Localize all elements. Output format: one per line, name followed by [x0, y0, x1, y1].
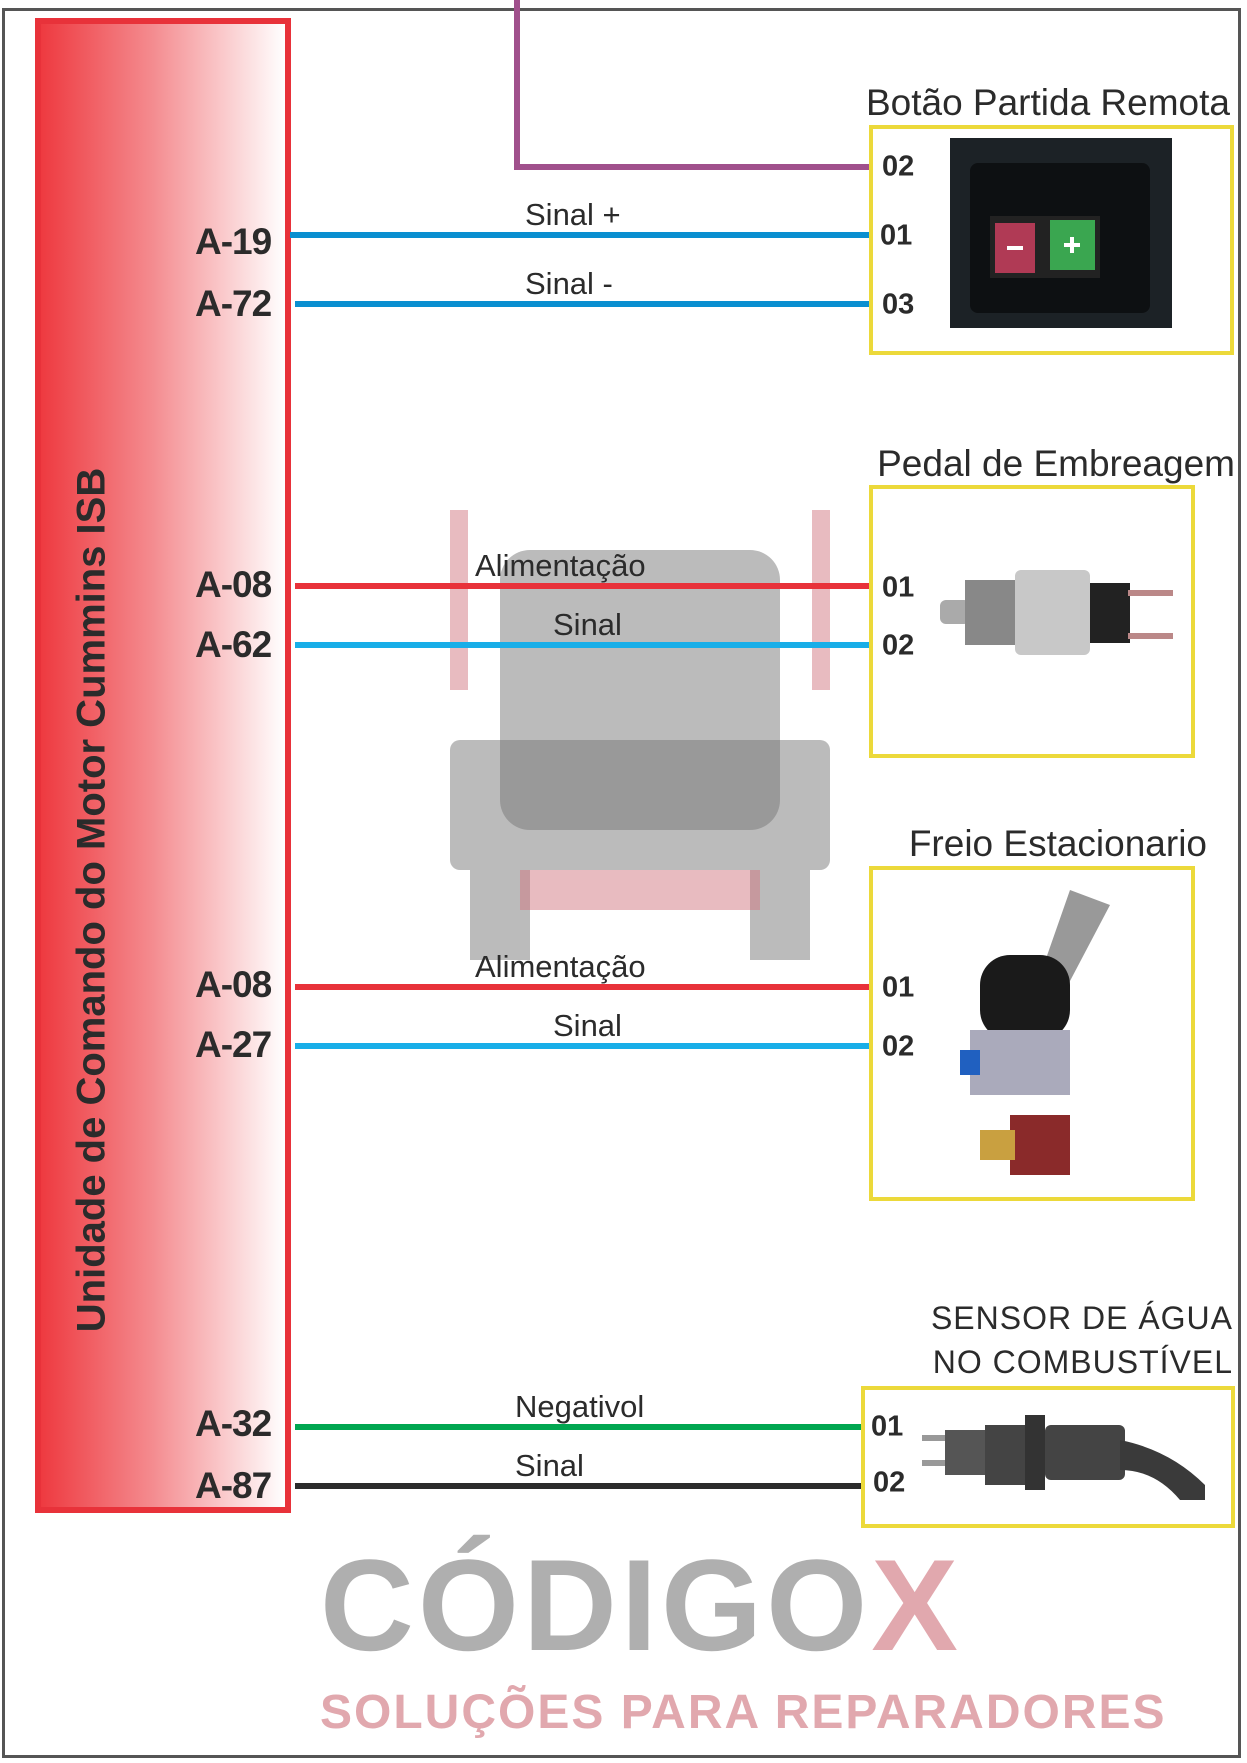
wire-a87	[295, 1483, 865, 1489]
wire-label: Alimentação	[475, 548, 646, 583]
component-pin: 03	[882, 288, 915, 321]
component-box-parking-brake	[869, 866, 1195, 1201]
wire-a72	[295, 301, 872, 307]
purple-wire-horizontal	[514, 164, 872, 170]
wire-label: Sinal	[553, 607, 622, 642]
ecu-pin: A-72	[195, 283, 272, 324]
wire-a19	[290, 232, 872, 238]
remote-start-button-icon	[950, 138, 1172, 328]
wire-label: Negativol	[515, 1389, 645, 1424]
diagram-frame	[2, 8, 1241, 1758]
component-pin: 02	[882, 1030, 915, 1063]
wire-label: Sinal -	[525, 266, 613, 301]
component-pin: 01	[882, 571, 915, 604]
wire-a08	[295, 583, 872, 589]
parking-brake-valve-icon	[960, 890, 1110, 1175]
component-pin: 02	[882, 629, 915, 662]
ecu-pin: A-27	[195, 1024, 272, 1065]
ecu-block	[35, 18, 291, 1513]
component-title: Pedal de Embreagem	[877, 443, 1235, 484]
component-box-remote-start	[869, 125, 1234, 355]
ecu-label: Unidade de Comando do Motor Cummins ISB	[69, 467, 114, 1333]
clutch-pedal-switch-icon	[940, 570, 1173, 655]
component-box-water-sensor	[861, 1386, 1235, 1528]
ecu-pin: A-62	[195, 624, 272, 665]
component-box-clutch	[869, 485, 1195, 758]
component-title: Freio Estacionario	[908, 823, 1207, 864]
ecu-pin: A-08	[195, 964, 272, 1005]
water-in-fuel-sensor-icon	[922, 1415, 1205, 1500]
component-pin: 02	[873, 1466, 906, 1499]
ecu-pin: A-19	[195, 221, 272, 262]
ecu-pin: A-08	[195, 564, 272, 605]
component-pin: 01	[882, 971, 915, 1004]
wire-label: Alimentação	[475, 949, 646, 984]
wire-a08-brake	[295, 984, 872, 990]
purple-wire	[514, 0, 520, 170]
wire-a27	[295, 1043, 872, 1049]
component-pin: 01	[880, 219, 913, 252]
component-pin: 02	[882, 150, 915, 183]
wire-label: Sinal	[553, 1008, 622, 1043]
component-pin: 01	[871, 1410, 904, 1443]
wire-label: Sinal +	[525, 197, 621, 232]
ecu-pin: A-32	[195, 1403, 272, 1444]
wire-a32	[295, 1424, 865, 1430]
wire-a62	[295, 642, 872, 648]
component-title: Botão Partida Remota	[865, 82, 1230, 123]
wire-label: Sinal	[515, 1448, 584, 1483]
ecu-pin: A-87	[195, 1465, 272, 1506]
